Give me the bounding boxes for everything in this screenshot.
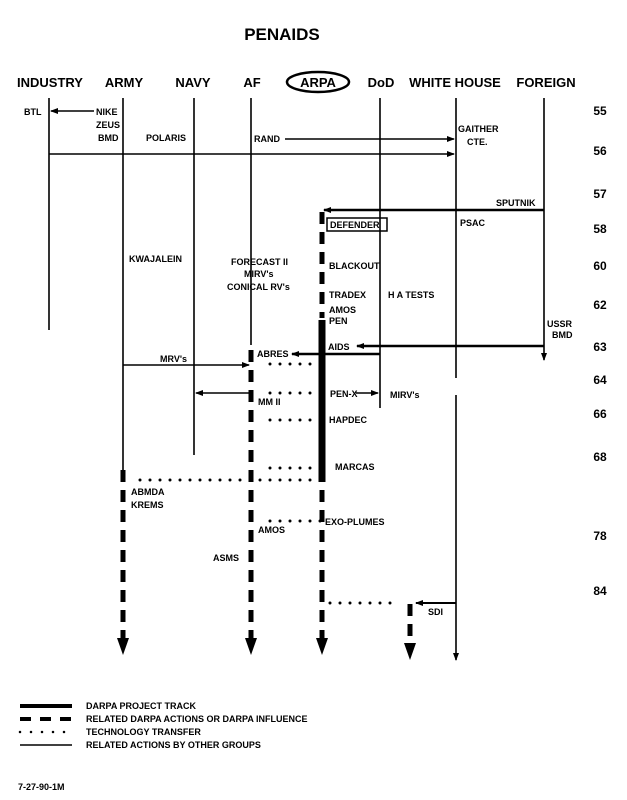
label-tradex: TRADEX <box>329 290 366 300</box>
year-label: 84 <box>593 584 607 598</box>
label-amos: AMOS <box>329 305 356 315</box>
label-pen: PEN <box>329 316 348 326</box>
label-mrvs-army: MRV's <box>160 354 187 364</box>
label-abmda: ABMDA <box>131 487 165 497</box>
year-label: 66 <box>593 407 607 421</box>
year-label: 56 <box>593 144 607 158</box>
column-navy: NAVY <box>175 75 210 90</box>
year-label: 68 <box>593 450 607 464</box>
arpa-arrowhead <box>316 638 328 655</box>
label-conical-rvs: CONICAL RV's <box>227 282 290 292</box>
label-kwajalein: KWAJALEIN <box>129 254 182 264</box>
defender-box <box>326 217 388 232</box>
label-blackout: BLACKOUT <box>329 261 380 271</box>
label-defender: DEFENDER <box>330 220 380 230</box>
af-arrowhead <box>245 638 257 655</box>
label-amos-late: AMOS <box>258 525 285 535</box>
column-white-house: WHITE HOUSE <box>409 75 501 90</box>
column-army: ARMY <box>105 75 144 90</box>
sdi-arrowhead <box>404 643 416 660</box>
label-cte: CTE. <box>467 137 488 147</box>
label-psac: PSAC <box>460 218 486 228</box>
legend-influence: RELATED DARPA ACTIONS OR DARPA INFLUENCE <box>86 714 308 724</box>
label-bmd: BMD <box>98 133 119 143</box>
label-rand: RAND <box>254 134 280 144</box>
legend-other-groups: RELATED ACTIONS BY OTHER GROUPS <box>86 740 261 750</box>
label-abres: ABRES <box>257 349 289 359</box>
label-mirvs-af: MIRV's <box>244 269 273 279</box>
legend-project-track: DARPA PROJECT TRACK <box>86 701 197 711</box>
label-mirvs-dod: MIRV's <box>390 390 419 400</box>
footer-code: 7-27-90-1M <box>18 782 65 792</box>
label-polaris: POLARIS <box>146 133 186 143</box>
connections <box>49 108 544 606</box>
label-btl: BTL <box>24 107 42 117</box>
label-mm-ii: MM II <box>258 397 281 407</box>
column-dod: DoD <box>368 75 395 90</box>
label-aids: AIDS <box>328 342 350 352</box>
label-ussr: USSR <box>547 319 573 329</box>
arpa-highlight-oval <box>285 70 351 94</box>
label-ussr-bmd: BMD <box>552 330 573 340</box>
year-label: 62 <box>593 298 607 312</box>
label-krems: KREMS <box>131 500 164 510</box>
label-asms: ASMS <box>213 553 239 563</box>
diagram-title: PENAIDS <box>244 25 320 44</box>
label-marcas: MARCAS <box>335 462 375 472</box>
label-pen-x: PEN-X <box>330 389 358 399</box>
year-label: 64 <box>593 373 607 387</box>
column-industry: INDUSTRY <box>17 75 83 90</box>
year-label: 55 <box>593 104 607 118</box>
label-gaither: GAITHER <box>458 124 499 134</box>
column-foreign: FOREIGN <box>516 75 575 90</box>
year-label: 57 <box>593 187 607 201</box>
label-ha-tests: H A TESTS <box>388 290 434 300</box>
legend-tech-transfer: TECHNOLOGY TRANSFER <box>86 727 201 737</box>
label-sputnik: SPUTNIK <box>496 198 536 208</box>
timelines <box>48 98 547 661</box>
label-nike: NIKE <box>96 107 118 117</box>
year-label: 63 <box>593 340 607 354</box>
column-af: AF <box>243 75 260 90</box>
year-label: 60 <box>593 259 607 273</box>
label-sdi: SDI <box>428 607 443 617</box>
year-axis: 55 56 57 58 60 62 63 64 66 68 78 84 <box>593 104 607 598</box>
army-arrowhead <box>117 638 129 655</box>
year-label: 58 <box>593 222 607 236</box>
legend: DARPA PROJECT TRACK RELATED DARPA ACTION… <box>18 701 308 750</box>
column-arpa: ARPA <box>300 75 336 90</box>
label-exo-plumes: EXO-PLUMES <box>325 517 385 527</box>
label-zeus: ZEUS <box>96 120 120 130</box>
year-label: 78 <box>593 529 607 543</box>
label-hapdec: HAPDEC <box>329 415 368 425</box>
event-labels: BTL NIKE ZEUS BMD POLARIS RAND GAITHER C… <box>24 107 573 617</box>
label-forecast: FORECAST II <box>231 257 288 267</box>
